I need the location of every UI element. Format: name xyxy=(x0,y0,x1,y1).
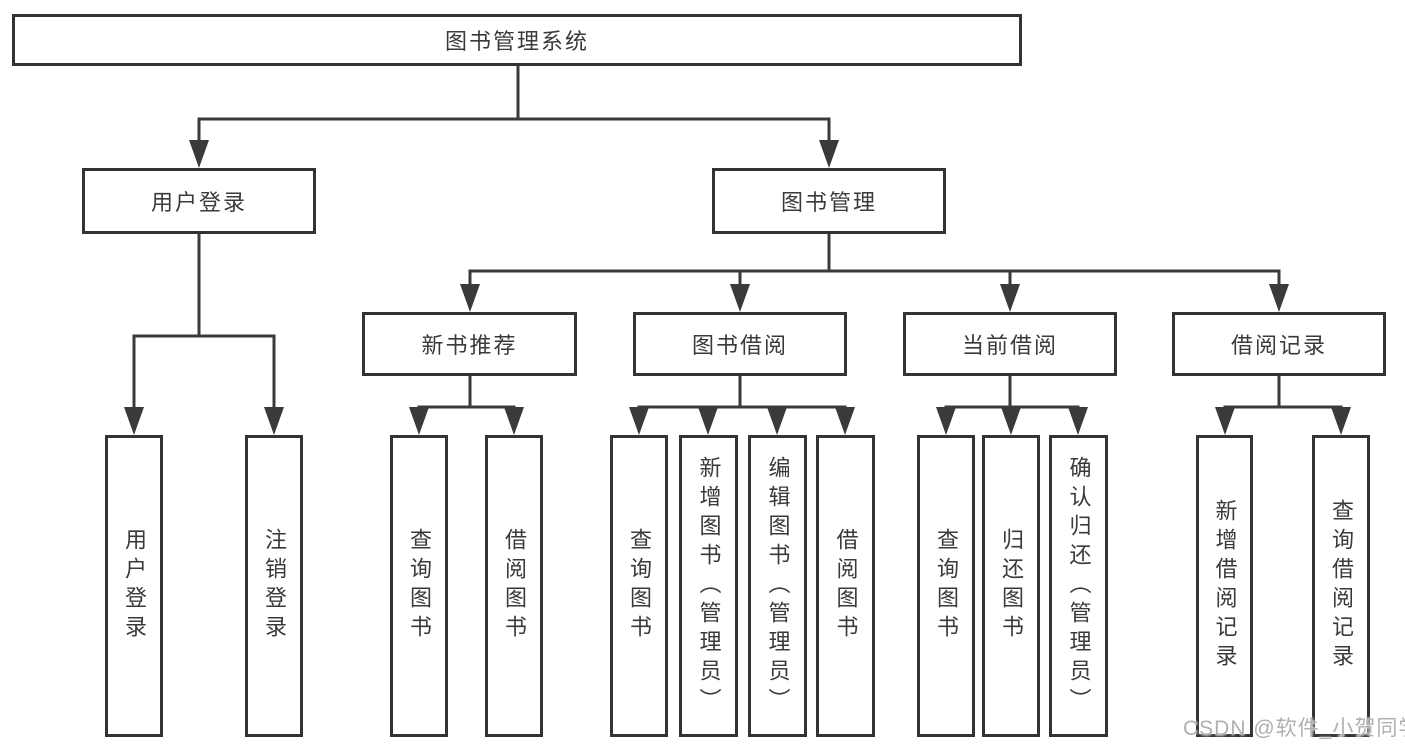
leaf-newrec-query-book-label: 查询图书 xyxy=(407,528,432,644)
leaf-newrec-borrow-book: 借阅图书 xyxy=(485,435,543,737)
leaf-borrow-borrow-book: 借阅图书 xyxy=(816,435,875,737)
leaf-current-confirm-return-admin: 确认归还（管理员） xyxy=(1049,435,1108,737)
leaf-borrow-edit-book-admin-label: 编辑图书（管理员） xyxy=(765,455,791,717)
leaf-newrec-query-book: 查询图书 xyxy=(390,435,448,737)
leaf-borrow-borrow-book-label: 借阅图书 xyxy=(833,528,859,644)
node-book-borrow: 图书借阅 xyxy=(633,312,847,376)
csdn-watermark: CSDN @软件_小贺同学 xyxy=(1183,717,1405,740)
leaf-newrec-borrow-book-label: 借阅图书 xyxy=(502,528,527,644)
node-book-management: 图书管理 xyxy=(712,168,946,234)
leaf-current-query-book-label: 查询图书 xyxy=(934,528,959,644)
leaf-borrow-add-book-admin-label: 新增图书（管理员） xyxy=(696,455,722,717)
leaf-borrow-query-book: 查询图书 xyxy=(610,435,668,737)
leaf-logout-label: 注销登录 xyxy=(262,528,287,644)
leaf-current-return-book-label: 归还图书 xyxy=(999,528,1024,644)
leaf-borrow-edit-book-admin: 编辑图书（管理员） xyxy=(748,435,807,737)
node-user-login: 用户登录 xyxy=(82,168,316,234)
leaf-user-login-label: 用户登录 xyxy=(122,528,147,644)
leaf-logout: 注销登录 xyxy=(245,435,303,737)
leaf-current-return-book: 归还图书 xyxy=(982,435,1040,737)
leaf-record-query-label: 查询借阅记录 xyxy=(1329,499,1354,673)
node-root-library-system: 图书管理系统 xyxy=(12,14,1022,66)
node-current-borrow: 当前借阅 xyxy=(903,312,1117,376)
leaf-borrow-add-book-admin: 新增图书（管理员） xyxy=(679,435,738,737)
leaf-record-query: 查询借阅记录 xyxy=(1312,435,1370,737)
leaf-current-confirm-return-admin-label: 确认归还（管理员） xyxy=(1066,455,1092,717)
leaf-current-query-book: 查询图书 xyxy=(917,435,975,737)
leaf-user-login: 用户登录 xyxy=(105,435,163,737)
leaf-record-add-label: 新增借阅记录 xyxy=(1212,499,1238,673)
leaf-borrow-query-book-label: 查询图书 xyxy=(627,528,652,644)
leaf-record-add: 新增借阅记录 xyxy=(1196,435,1253,737)
node-new-book-recommend: 新书推荐 xyxy=(362,312,577,376)
node-borrow-record: 借阅记录 xyxy=(1172,312,1386,376)
